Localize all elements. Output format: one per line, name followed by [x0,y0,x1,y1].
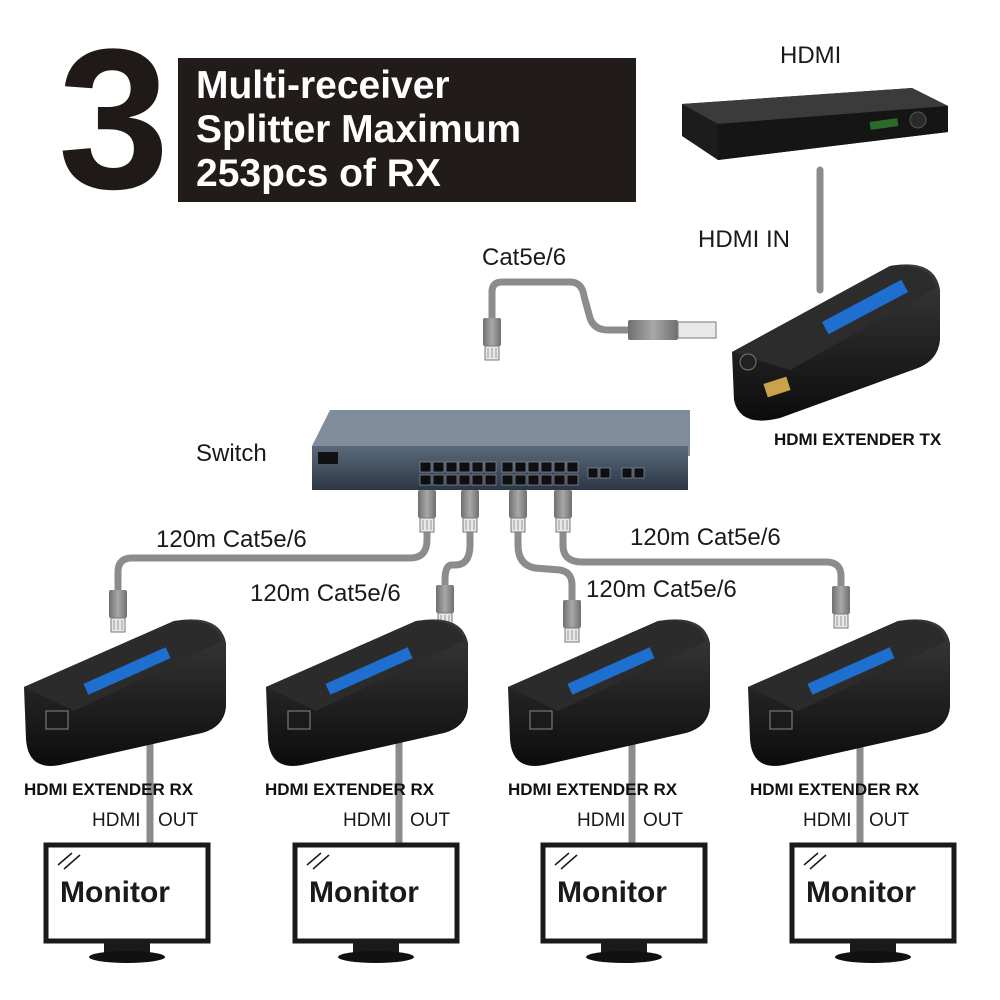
rx-device [748,619,950,766]
switch-port [419,474,432,486]
switch-port [419,461,432,473]
monitor [789,842,957,963]
rx-plug-3 [562,599,582,643]
rx-out-out-4: OUT [869,810,910,831]
rx-device [508,619,710,766]
tx-device [732,264,940,421]
monitor-label-1: Monitor [60,876,170,909]
switch-port [458,474,471,486]
rx-label-1: HDMI EXTENDER RX [24,780,194,799]
network-switch [312,410,690,490]
uplink-plug-switch [482,317,502,361]
cable-label-2: 120m Cat5e/6 [250,580,401,607]
rx-out-hdmi-1: HDMI [92,810,141,831]
uplink-cable-label: Cat5e/6 [482,244,567,271]
title-line-2: Splitter Maximum [196,108,522,151]
rx-cable-2 [441,506,474,594]
switch-uplink-port [599,467,611,479]
monitor-label-4: Monitor [806,876,916,909]
switch-port [501,461,514,473]
switch-port [484,474,497,486]
monitor-label-2: Monitor [309,876,419,909]
step-number: 3 [58,8,169,231]
switch-plug-1 [417,489,437,533]
rx-out-hdmi-2: HDMI [343,810,392,831]
switch-ports [419,461,645,486]
switch-label: Switch [196,440,267,467]
switch-port [566,461,579,473]
monitors [43,842,957,963]
rx-cable-4 [559,506,845,592]
rx-cable-1 [114,506,431,596]
rx-label-3: HDMI EXTENDER RX [508,780,678,799]
rx-plug-4 [831,585,851,629]
rx-out-out-3: OUT [643,810,684,831]
switch-port [501,474,514,486]
switch-plug-4 [553,489,573,533]
rx-device [24,619,226,766]
switch-plug-2 [460,489,480,533]
rx-plug-1 [108,589,128,633]
switch-uplink-port [587,467,599,479]
switch-port [514,461,527,473]
cable-label-1: 120m Cat5e/6 [156,526,307,553]
rx-label-2: HDMI EXTENDER RX [265,780,435,799]
cable-label-4: 120m Cat5e/6 [630,524,781,551]
switch-port [458,461,471,473]
monitor [43,842,211,963]
uplink-plug-tx-head [628,320,717,340]
rj45-port [769,710,793,730]
switch-port [553,474,566,486]
switch-port [432,461,445,473]
title-line-3: 253pcs of RX [196,152,441,195]
switch-port [484,461,497,473]
switch-uplink-port [621,467,633,479]
title-box: Multi-receiver Splitter Maximum 253pcs o… [178,58,636,202]
switch-port [540,474,553,486]
rx-out-out-2: OUT [410,810,451,831]
switch-port [527,474,540,486]
uplink-cable [488,278,644,334]
rx-label-4: HDMI EXTENDER RX [750,780,920,799]
hdmi-source-player [682,88,948,160]
rx-devices [24,619,950,766]
rx-out-hdmi-3: HDMI [577,810,626,831]
rj45-port [45,710,69,730]
monitor-label-3: Monitor [557,876,667,909]
rx-out-out-1: OUT [158,810,199,831]
switch-plug-3 [508,489,528,533]
switch-uplink-port [633,467,645,479]
switch-port [471,461,484,473]
cables [114,166,864,849]
hdmi-in-label: HDMI IN [698,226,790,253]
rj45-port [529,710,553,730]
hdmi-source-label: HDMI [780,42,842,69]
switch-port [471,474,484,486]
switch-port [445,474,458,486]
monitor [292,842,460,963]
cable-label-3: 120m Cat5e/6 [586,576,737,603]
rj45-port [287,710,311,730]
switch-port [527,461,540,473]
rx-device [266,619,468,766]
switch-port [553,461,566,473]
title-line-1: Multi-receiver [196,64,450,107]
switch-port [432,474,445,486]
tx-label: HDMI EXTENDER TX [774,430,942,449]
switch-port [445,461,458,473]
switch-port [566,474,579,486]
switch-port [540,461,553,473]
rx-out-hdmi-4: HDMI [803,810,852,831]
monitor [540,842,708,963]
rx-cable-3 [514,506,576,606]
switch-port [514,474,527,486]
